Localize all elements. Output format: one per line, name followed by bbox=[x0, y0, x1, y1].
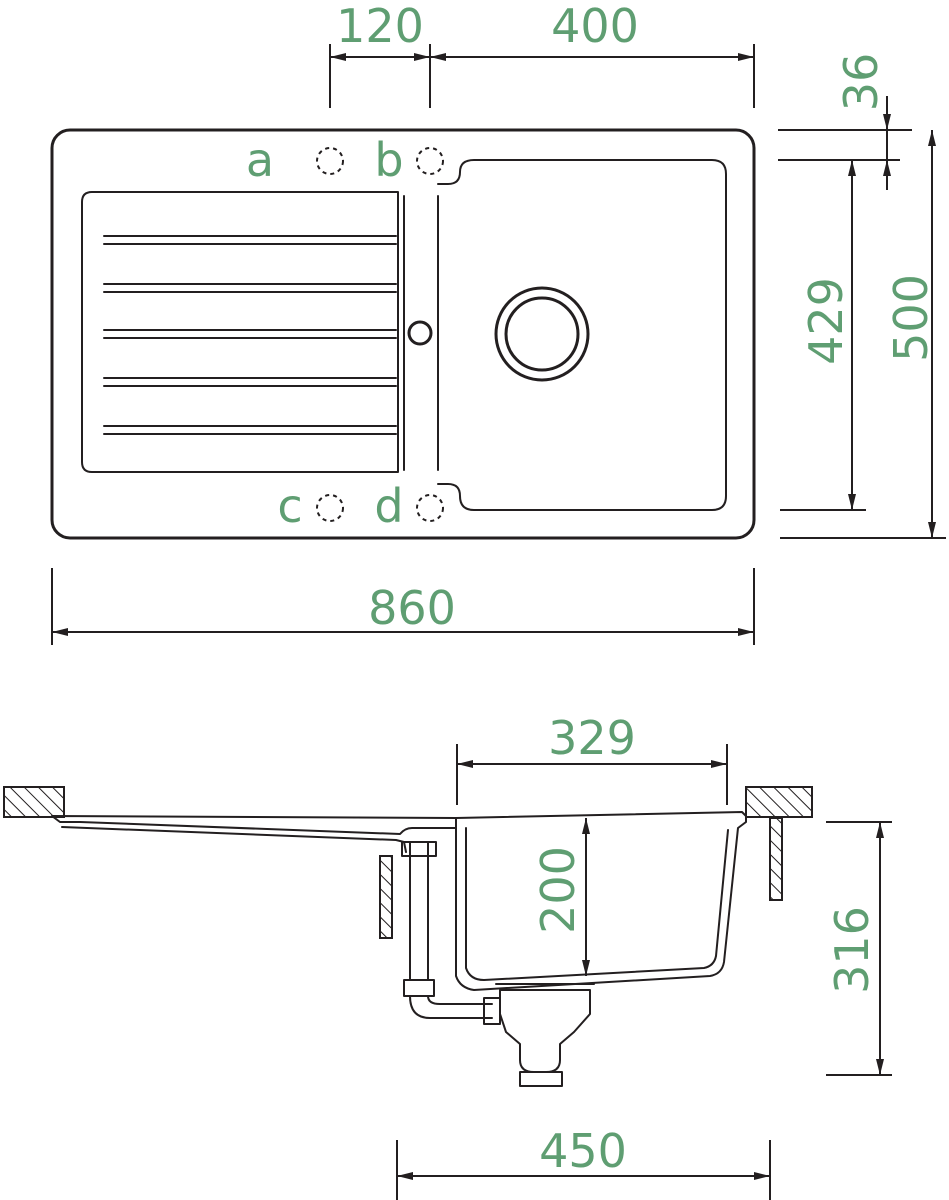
dimension-label-860: 860 bbox=[368, 581, 456, 635]
dimension-label-400: 400 bbox=[551, 0, 639, 53]
tap-hole-label-b: b bbox=[374, 133, 403, 187]
dimension-label-120: 120 bbox=[336, 0, 424, 53]
worktop-section-right bbox=[745, 786, 813, 818]
dimension-316 bbox=[826, 821, 892, 1076]
sink-outline bbox=[50, 128, 756, 540]
tap-hole-label-a: a bbox=[246, 133, 274, 187]
fixing-clip-right bbox=[769, 817, 783, 901]
bowl-drain-outer bbox=[494, 286, 590, 382]
tap-hole-label-d: d bbox=[374, 479, 403, 533]
tap-hole-d bbox=[416, 494, 444, 522]
drainer-underside bbox=[61, 826, 407, 853]
tap-hole-b bbox=[416, 147, 444, 175]
dimension-860 bbox=[51, 568, 755, 645]
dimension-label-316: 316 bbox=[825, 906, 879, 994]
dimension-36 bbox=[778, 96, 912, 190]
fixing-clip-left bbox=[379, 855, 393, 939]
bowl-inner-wall bbox=[465, 827, 729, 981]
top-view: a b c d 120 400 36 bbox=[50, 0, 946, 645]
side-view: 329 200 316 450 bbox=[3, 711, 892, 1200]
sink-profile-bowl bbox=[455, 811, 747, 991]
bowl-drain-inner bbox=[504, 296, 580, 372]
draining-board bbox=[81, 191, 399, 473]
overflow-coupling bbox=[483, 997, 501, 1025]
dimension-label-200: 200 bbox=[531, 846, 585, 934]
dimension-label-429: 429 bbox=[799, 277, 853, 365]
drainer-ribs bbox=[103, 235, 397, 435]
tap-hole-a bbox=[316, 147, 344, 175]
bowl-outline bbox=[437, 159, 727, 511]
overflow-pipe bbox=[401, 841, 437, 997]
sink-profile-drainer bbox=[51, 815, 457, 835]
dimension-429 bbox=[780, 160, 866, 511]
overflow-hole bbox=[407, 320, 433, 346]
dimension-500 bbox=[780, 130, 946, 539]
dimension-450 bbox=[396, 1140, 771, 1200]
dimension-label-500: 500 bbox=[884, 274, 938, 362]
tap-hole-label-c: c bbox=[277, 479, 302, 533]
dimension-120-400 bbox=[329, 44, 755, 108]
dimension-label-329: 329 bbox=[548, 711, 636, 765]
worktop-section-left bbox=[3, 786, 65, 818]
trap-bottom bbox=[519, 1071, 563, 1087]
dimension-329 bbox=[456, 744, 728, 805]
dimension-label-36: 36 bbox=[834, 53, 888, 112]
waste-trap bbox=[499, 989, 591, 1073]
dimension-200 bbox=[582, 818, 590, 976]
tap-hole-c bbox=[316, 494, 344, 522]
dimension-label-450: 450 bbox=[539, 1124, 627, 1178]
overflow-connector bbox=[409, 995, 493, 1019]
